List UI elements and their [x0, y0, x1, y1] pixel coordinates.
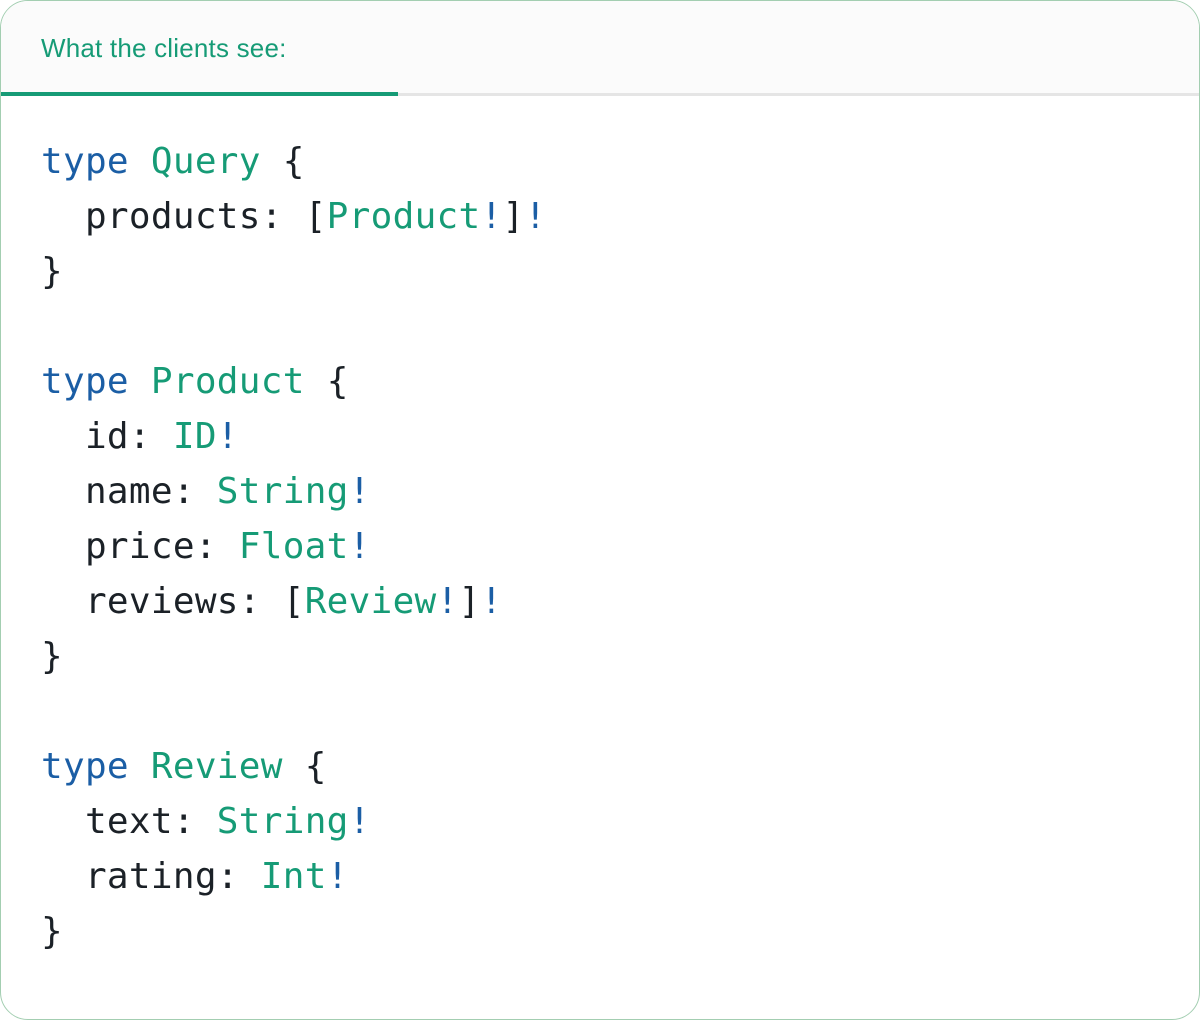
- code-line: products: [Product!]!: [41, 196, 547, 237]
- code-line: type Review {: [41, 746, 327, 787]
- code-line: reviews: [Review!]!: [41, 581, 503, 622]
- code-line: }: [41, 911, 63, 952]
- code-block: type Query { products: [Product!]!} type…: [1, 96, 1199, 959]
- card-header: What the clients see:: [1, 1, 1199, 96]
- code-line: rating: Int!: [41, 856, 349, 897]
- code-line: price: Float!: [41, 526, 371, 567]
- code-line: }: [41, 251, 63, 292]
- code-line: [41, 684, 1179, 739]
- code-line: id: ID!: [41, 416, 239, 457]
- code-line: type Query {: [41, 141, 305, 182]
- tab-what-clients-see[interactable]: What the clients see:: [1, 1, 398, 96]
- code-line: }: [41, 636, 63, 677]
- code-line: [41, 299, 1179, 354]
- active-tab-indicator: [1, 92, 398, 96]
- code-line: name: String!: [41, 471, 371, 512]
- code-line: type Product {: [41, 361, 349, 402]
- code-line: text: String!: [41, 801, 371, 842]
- tab-label: What the clients see:: [41, 33, 287, 63]
